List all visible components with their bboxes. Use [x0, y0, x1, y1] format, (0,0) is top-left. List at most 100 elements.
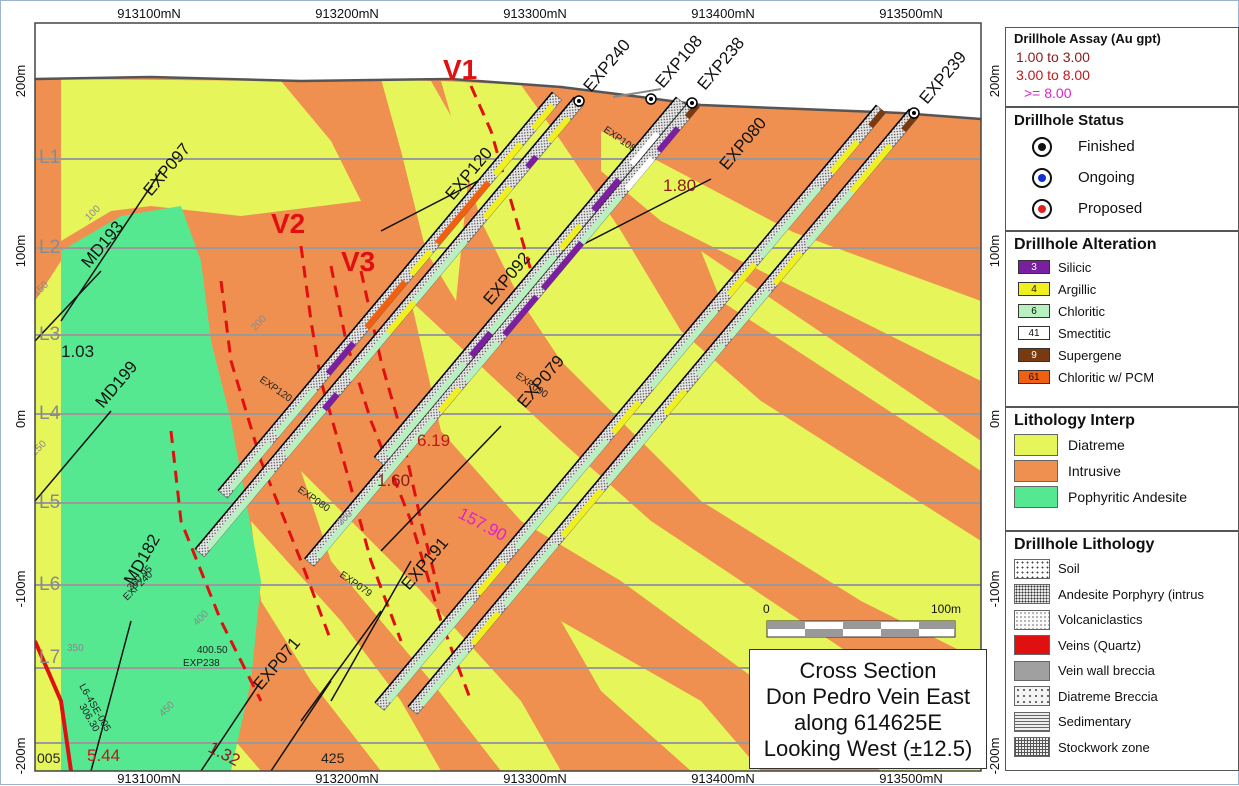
status-ongoing-label: Ongoing	[1078, 169, 1135, 186]
supergene-swatch: 9	[1018, 348, 1050, 362]
topography-line	[35, 75, 981, 121]
legend-lithology-title: Lithology Interp	[1014, 412, 1135, 429]
left-elev-200: 200m	[13, 65, 28, 98]
top-tick-2: 913200mN	[315, 6, 379, 21]
supergene-label: Supergene	[1058, 347, 1122, 363]
left-elev-100: 100m	[13, 235, 28, 268]
level-label-3: L3	[39, 324, 60, 345]
intrusive-swatch	[1014, 460, 1058, 482]
dhl-volcaniclastics: Volcaniclastics	[1006, 607, 1238, 633]
diatreme-breccia-label: Diatreme Breccia	[1058, 688, 1158, 704]
dhl-stockwork: Stockwork zone	[1006, 735, 1238, 761]
stockwork-label: Stockwork zone	[1058, 739, 1150, 755]
bottom-tick-1: 913100mN	[117, 771, 181, 786]
soil-label: Soil	[1058, 561, 1080, 577]
top-tick-5: 913500mN	[879, 6, 943, 21]
smectitic-swatch: 41	[1018, 326, 1050, 340]
end-depth-400: 400.50	[197, 645, 228, 656]
vein-wall-breccia-swatch	[1014, 660, 1050, 681]
depth-mark-350: 350	[67, 643, 84, 654]
assay-range-2: 3.00 to 8.00	[1016, 67, 1090, 83]
diatreme-sliver-andesite	[35, 261, 61, 771]
stockwork-swatch	[1014, 737, 1050, 758]
top-tick-1: 913100mN	[117, 6, 181, 21]
assay-range-1: 1.00 to 3.00	[1016, 49, 1090, 65]
right-elev-0: 0m	[987, 410, 1002, 428]
bottom-tick-4: 913400mN	[691, 771, 755, 786]
soil-swatch	[1014, 558, 1050, 579]
chloritic-swatch: 6	[1018, 304, 1050, 318]
sedimentary-label: Sedimentary	[1058, 714, 1131, 730]
legend-status: Drillhole Status Finished Ongoing Propos…	[1005, 107, 1239, 231]
level-label-7: L7	[39, 647, 60, 668]
legend-alteration: Drillhole Alteration 3 Silicic 4 Argilli…	[1005, 231, 1239, 407]
small-label-425: 425	[321, 750, 345, 766]
level-label-2: L2	[39, 237, 60, 258]
dhl-veins: Veins (Quartz)	[1006, 633, 1238, 659]
diatreme-band-1	[381, 79, 471, 301]
lithology-diatreme: Diatreme	[1006, 432, 1238, 458]
assay-value-6: 5.44	[87, 746, 120, 765]
sedimentary-swatch	[1014, 711, 1050, 732]
title-line-4: Looking West (±12.5)	[763, 736, 973, 761]
scale-bar-start: 0	[763, 602, 770, 616]
alteration-argillic: 4 Argillic	[1006, 278, 1238, 300]
diatreme-band-5	[701, 251, 981, 471]
legend-assay: Drillhole Assay (Au gpt) 1.00 to 3.00 3.…	[1005, 27, 1239, 107]
dhl-andesite-porphyry: Andesite Porphyry (intrus	[1006, 582, 1238, 608]
legend-assay-title: Drillhole Assay (Au gpt)	[1014, 31, 1161, 46]
alteration-chloritic-pcm: 61 Chloritic w/ PCM	[1006, 366, 1238, 388]
lithology-andesite: Pophyritic Andesite	[1006, 484, 1238, 510]
alteration-chloritic: 6 Chloritic	[1006, 300, 1238, 322]
andesite-swatch	[1014, 486, 1058, 508]
top-tick-4: 913400mN	[691, 6, 755, 21]
left-elev-neg200: -200m	[13, 738, 28, 775]
andesite-porphyry-label: Andesite Porphyry (intrus	[1058, 586, 1204, 602]
volcaniclastics-label: Volcaniclastics	[1058, 612, 1143, 628]
status-finished: Finished	[1006, 131, 1238, 162]
vein-label-v1: V1	[443, 54, 477, 85]
title-line-3: along 614625E	[793, 710, 943, 735]
smectitic-label: Smectitic	[1058, 325, 1111, 341]
andesite-porphyry-swatch	[1014, 584, 1050, 605]
right-elev-neg200: -200m	[987, 738, 1002, 775]
right-elev-200: 200m	[987, 65, 1002, 98]
vein-label-v2: V2	[271, 208, 305, 239]
level-label-4: L4	[39, 403, 61, 424]
title-line-1: Cross Section	[799, 658, 937, 683]
bottom-tick-2: 913200mN	[315, 771, 379, 786]
status-proposed-label: Proposed	[1078, 200, 1143, 217]
left-elev-neg100: -100m	[13, 571, 28, 608]
argillic-label: Argillic	[1058, 281, 1097, 297]
veins-swatch	[1014, 635, 1050, 656]
section-title-box: Cross Section Don Pedro Vein East along …	[749, 649, 987, 769]
legend-lithology: Lithology Interp Diatreme Intrusive Poph…	[1005, 407, 1239, 531]
scale-bar: 0 100m	[763, 602, 961, 638]
right-elev-100: 100m	[987, 235, 1002, 268]
status-proposed: Proposed	[1006, 193, 1238, 224]
small-label-005: 005	[37, 750, 61, 766]
diatreme-swatch	[1014, 434, 1058, 456]
diatreme-breccia-swatch	[1014, 686, 1050, 707]
diatreme-label: Diatreme	[1068, 437, 1125, 453]
legend-drillhole-lithology-title: Drillhole Lithology	[1014, 536, 1155, 553]
veins-label: Veins (Quartz)	[1058, 637, 1142, 653]
top-tick-3: 913300mN	[503, 6, 567, 21]
silicic-swatch: 3	[1018, 260, 1050, 274]
level-label-1: L1	[39, 147, 60, 168]
chloritic-pcm-swatch: 61	[1018, 370, 1050, 384]
diatreme-band-9	[561, 621, 761, 771]
chloritic-label: Chloritic	[1058, 303, 1105, 319]
intrusive-label: Intrusive	[1068, 463, 1121, 479]
vein-label-v3: V3	[341, 246, 375, 277]
dhl-sedimentary: Sedimentary	[1006, 709, 1238, 735]
vein-wall-breccia-label: Vein wall breccia	[1058, 663, 1155, 679]
status-finished-label: Finished	[1078, 138, 1135, 155]
diatreme-band-4	[681, 191, 981, 331]
left-elev-0: 0m	[13, 410, 28, 428]
bottom-tick-5: 913500mN	[879, 771, 943, 786]
dhl-vein-wall-breccia: Vein wall breccia	[1006, 658, 1238, 684]
ongoing-marker-icon	[1032, 167, 1052, 188]
